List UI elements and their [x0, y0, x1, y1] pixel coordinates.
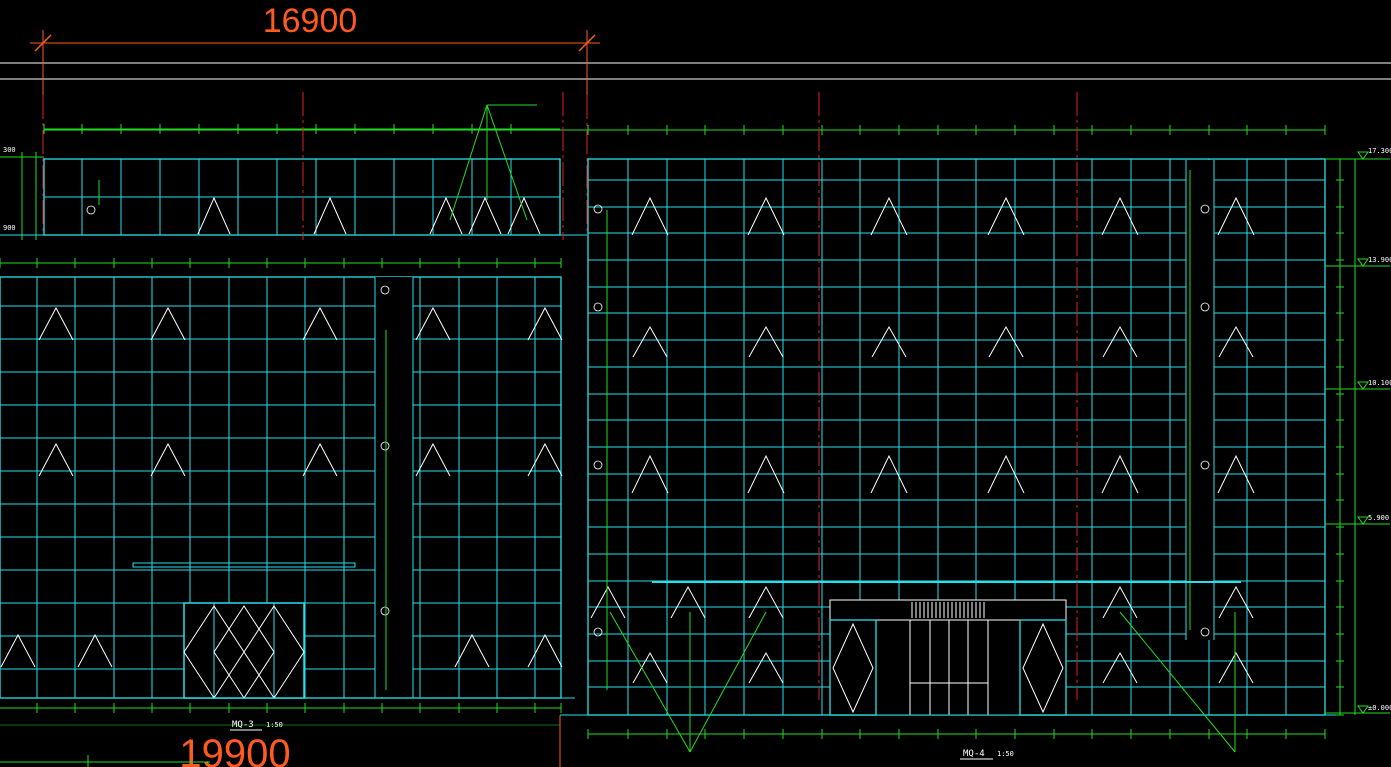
window-triangle-icon — [748, 585, 784, 619]
side-door — [1019, 619, 1067, 716]
window-triangle-icon — [870, 454, 908, 494]
bottom-dimension-text: 19900 — [179, 732, 290, 767]
leader-line — [689, 611, 767, 753]
window-triangle-icon — [987, 196, 1025, 236]
window-triangle-icon — [1101, 196, 1139, 236]
column-cover — [375, 277, 413, 697]
level-marker-icon — [1357, 258, 1369, 267]
window-triangle-icon — [631, 454, 669, 494]
glass-tag-icon — [1200, 302, 1210, 312]
glass-tag-icon — [1200, 627, 1210, 637]
edge-label-bottom: 900 — [3, 224, 16, 232]
level-marker-icon — [1357, 381, 1369, 390]
level-marker-icon — [1357, 516, 1369, 525]
right-panel-scale: 1:50 — [997, 750, 1014, 758]
window-triangle-icon — [429, 196, 463, 235]
window-triangle-icon — [1101, 454, 1139, 494]
window-triangle-icon — [1217, 196, 1255, 236]
door-diamond-icon — [1022, 622, 1064, 714]
window-triangle-icon — [0, 633, 36, 668]
leader-line — [486, 104, 528, 221]
window-triangle-icon — [1102, 325, 1138, 358]
window-triangle-icon — [870, 196, 908, 236]
window-triangle-icon — [747, 454, 785, 494]
window-triangle-icon — [527, 306, 563, 341]
left-panel-scale: 1:50 — [266, 721, 283, 729]
left-panel-label: MQ-3 — [232, 720, 254, 730]
window-triangle-icon — [527, 442, 563, 477]
window-triangle-icon — [454, 633, 490, 668]
window-triangle-icon — [150, 306, 186, 341]
top-dimension: 16900 — [30, 2, 600, 95]
window-triangle-icon — [988, 325, 1024, 358]
side-door — [829, 619, 877, 716]
window-triangle-icon — [1218, 651, 1254, 684]
glass-tag-icon — [380, 285, 390, 295]
level-marker-icon — [1357, 705, 1369, 714]
right-panel-label: MQ-4 — [963, 749, 985, 759]
entrance-door — [183, 602, 305, 699]
window-triangle-icon — [197, 196, 231, 235]
leader-line — [449, 104, 488, 221]
glass-tag-icon — [86, 205, 96, 215]
window-triangle-icon — [302, 442, 338, 477]
bottom-dimension: 19900 — [179, 715, 561, 767]
window-triangle-icon — [1218, 325, 1254, 358]
level-marker-icon — [1357, 151, 1369, 160]
glass-tag-icon — [380, 606, 390, 616]
window-triangle-icon — [747, 196, 785, 236]
elevation-mark: 17.300 — [1368, 147, 1391, 155]
window-triangle-icon — [590, 585, 626, 619]
window-triangle-icon — [987, 454, 1025, 494]
window-triangle-icon — [631, 196, 669, 236]
leader-line — [609, 611, 691, 753]
elevation-mark: ±0.000 — [1368, 704, 1391, 712]
window-triangle-icon — [1102, 651, 1138, 684]
window-triangle-icon — [302, 306, 338, 341]
glass-tag-icon — [1200, 460, 1210, 470]
edge-label-top: 300 — [3, 146, 16, 154]
window-triangle-icon — [632, 325, 668, 358]
glass-tag-icon — [593, 460, 603, 470]
canopy — [132, 562, 356, 568]
elevation-mark: 13.900 — [1368, 256, 1391, 264]
window-triangle-icon — [1102, 585, 1138, 619]
glass-tag-icon — [380, 441, 390, 451]
window-triangle-icon — [77, 633, 113, 668]
window-triangle-icon — [670, 585, 706, 619]
window-triangle-icon — [468, 196, 502, 235]
window-triangle-icon — [748, 651, 784, 684]
window-triangle-icon — [632, 651, 668, 684]
window-triangle-icon — [507, 196, 541, 235]
window-triangle-icon — [748, 325, 784, 358]
window-triangle-icon — [871, 325, 907, 358]
window-triangle-icon — [313, 196, 347, 235]
leader-line — [1119, 611, 1236, 753]
elevation-mark: 5.900 — [1368, 514, 1389, 522]
top-dimension-text: 16900 — [263, 2, 358, 40]
window-triangle-icon — [150, 442, 186, 477]
window-triangle-icon — [415, 306, 451, 341]
elevation-mark: 10.100 — [1368, 379, 1391, 387]
window-triangle-icon — [1217, 454, 1255, 494]
window-triangle-icon — [527, 633, 563, 668]
glass-tag-icon — [1200, 204, 1210, 214]
window-triangle-icon — [1218, 585, 1254, 619]
glass-tag-icon — [593, 302, 603, 312]
glass-tag-icon — [593, 204, 603, 214]
glass-tag-icon — [593, 627, 603, 637]
door-diamond-icon — [832, 622, 874, 714]
window-triangle-icon — [38, 306, 74, 341]
window-triangle-icon — [415, 442, 451, 477]
column-cover — [1186, 160, 1214, 640]
window-triangle-icon — [38, 442, 74, 477]
